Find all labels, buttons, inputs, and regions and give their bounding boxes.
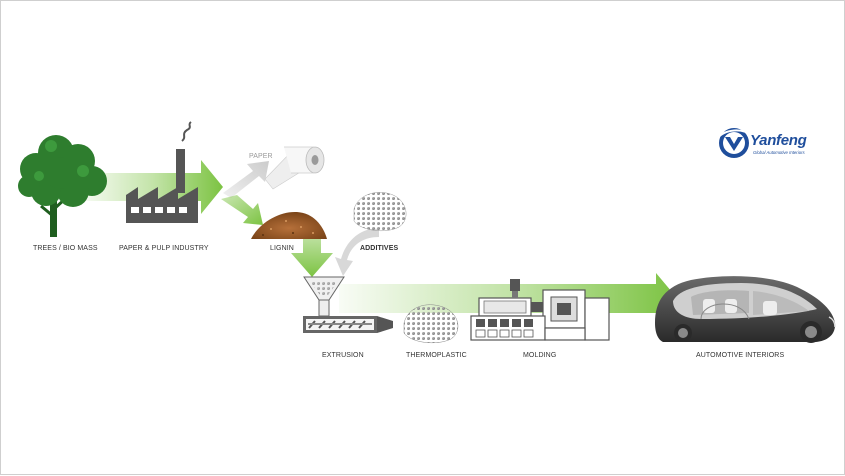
hopper-icon xyxy=(303,276,345,317)
factory-icon xyxy=(126,121,198,223)
label-automotive: AUTOMOTIVE INTERIORS xyxy=(696,352,785,359)
label-additives: ADDITIVES xyxy=(360,245,399,252)
additives-pellets-icon xyxy=(353,192,407,232)
arrow-to-paper xyxy=(223,161,269,198)
yanfeng-logo-mark xyxy=(716,128,754,158)
label-molding: MOLDING xyxy=(523,352,557,359)
car-icon xyxy=(655,276,836,343)
lignin-pile-icon xyxy=(251,211,327,239)
label-thermoplastic: THERMOPLASTIC xyxy=(406,352,467,359)
thermoplastic-pellets-icon xyxy=(403,304,459,344)
label-trees: TREES / BIO MASS xyxy=(33,245,98,252)
label-paper-pulp: PAPER & PULP INDUSTRY xyxy=(119,245,209,252)
arrow-to-lignin xyxy=(221,195,263,225)
yanfeng-logo-text: Yanfeng xyxy=(750,132,807,149)
label-lignin: LIGNIN xyxy=(270,245,294,252)
label-paper: PAPER xyxy=(249,153,273,160)
arrow-additives-curve xyxy=(335,228,379,276)
paper-roll-icon xyxy=(264,146,325,190)
molding-machine-icon xyxy=(470,279,610,341)
extruder-icon xyxy=(303,316,393,333)
tree-icon xyxy=(18,135,107,237)
arrow-lignin-down xyxy=(291,237,333,277)
yanfeng-logo-tagline: Global Automotive Interiors xyxy=(753,150,805,155)
label-extrusion: EXTRUSION xyxy=(322,352,364,359)
